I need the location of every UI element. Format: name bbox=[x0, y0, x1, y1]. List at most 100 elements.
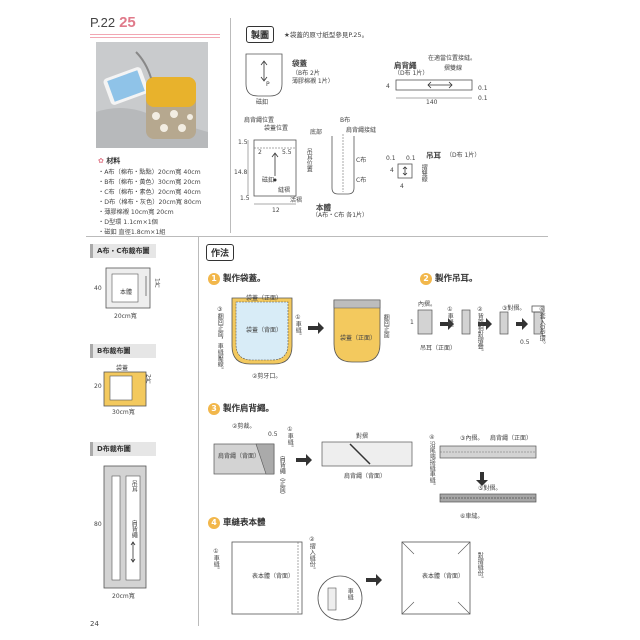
section-divider bbox=[86, 236, 548, 237]
strap-note2: 摺雙線 bbox=[444, 65, 463, 72]
step-number: 4 bbox=[208, 517, 220, 529]
strap-w: 4 bbox=[386, 83, 390, 90]
strap-note1: 在適當位置接縫。 bbox=[428, 55, 477, 62]
hanger-d3: 4 bbox=[390, 167, 394, 174]
photo-illustration bbox=[96, 42, 208, 148]
material-item-text: C布（棉布・素色）20cm寬 40cm bbox=[104, 189, 201, 196]
material-item: ・D型環 1.1cm×1個 bbox=[98, 219, 158, 226]
hanger-pattern bbox=[397, 163, 413, 179]
cut-ac-h: 40 bbox=[94, 285, 102, 292]
hanger-d2: 0.1 bbox=[406, 155, 416, 162]
body-ref: B布 bbox=[340, 117, 351, 124]
strap-d2: 0.1 bbox=[478, 95, 488, 102]
method-label: 作法 bbox=[206, 244, 235, 261]
s2-l3: ①車縫。 bbox=[446, 306, 454, 331]
page-ref-text: P.22 bbox=[90, 15, 116, 30]
cut-b-piece: 袋蓋 bbox=[116, 365, 129, 372]
s4-l3: ②摺入縫份。 bbox=[308, 536, 316, 573]
hanger-name: 吊耳 bbox=[426, 151, 441, 160]
hanger-d1: 0.1 bbox=[386, 155, 396, 162]
strap-len: 140 bbox=[426, 99, 438, 106]
step-number: 3 bbox=[208, 403, 220, 415]
body-c2: C布 bbox=[356, 177, 367, 184]
body-magnet: 磁釦 bbox=[262, 177, 275, 184]
body-name: 本體 bbox=[316, 203, 331, 212]
s3-l5: 肩背繩（正面） bbox=[278, 456, 286, 498]
step-2-diagram bbox=[417, 305, 545, 335]
flap-sub2: 薄膠棉襯 1片） bbox=[292, 78, 334, 85]
cut-d-diagram bbox=[103, 465, 147, 589]
flap-p: P bbox=[266, 81, 270, 88]
hanger-d4: 4 bbox=[400, 183, 404, 190]
step-title: 車縫表本體 bbox=[223, 518, 266, 528]
cut-ac-w: 20cm寬 bbox=[114, 313, 137, 320]
s3-l2: 0.5 bbox=[268, 431, 278, 438]
column-divider bbox=[230, 18, 231, 233]
cut-d-piece1: 吊耳 bbox=[130, 480, 138, 492]
material-item: ・C布（棉布・素色）20cm寬 40cm bbox=[98, 189, 201, 196]
material-item: ・薄膠棉襯 10cm寬 20cm bbox=[98, 209, 174, 216]
material-item-text: B布（棉布・黃色）30cm寬 20cm bbox=[104, 179, 201, 186]
s3-l6: 對摺 bbox=[356, 433, 369, 440]
s3-l11: ⑤對摺。 bbox=[478, 485, 502, 492]
cut-ac-diagram bbox=[105, 267, 151, 309]
body-d148: 14.8 bbox=[234, 169, 248, 176]
flower-icon: ✿ bbox=[98, 157, 107, 165]
materials-title: ✿ 材料 bbox=[98, 156, 120, 166]
material-item-text: D型環 1.1cm×1個 bbox=[104, 219, 158, 226]
flap-name: 袋蓋 bbox=[292, 59, 307, 68]
strap-pattern bbox=[395, 79, 473, 99]
cut-d-piece2: 肩背繩 bbox=[130, 520, 138, 538]
step-title: 製作吊耳。 bbox=[435, 274, 478, 284]
strap-cut: （D布 1片） bbox=[394, 70, 429, 77]
s4-l5: 表本體（背面） bbox=[422, 573, 465, 580]
s1-l3: 袋蓋（背面） bbox=[246, 327, 283, 334]
pattern-note: ★袋蓋的原寸紙型參見P.25。 bbox=[284, 31, 369, 39]
flap-magnet: 磁釦 bbox=[256, 99, 269, 106]
body-d2: 2 bbox=[258, 149, 262, 156]
material-item-text: D布（棉布・灰色）20cm寬 80cm bbox=[104, 199, 202, 206]
body-hinge: 吊耳位置 bbox=[305, 148, 313, 172]
material-item: ・B布（棉布・黃色）30cm寬 20cm bbox=[98, 179, 201, 186]
page-number: 24 bbox=[90, 620, 99, 628]
cut-ac-side: 1片 bbox=[153, 278, 161, 288]
s3-l10: 肩背繩（正面） bbox=[490, 435, 533, 442]
hanger-cut: （D布 1片） bbox=[446, 152, 481, 159]
header-rule bbox=[90, 34, 220, 38]
flap-pattern bbox=[245, 53, 283, 97]
body-d55: 5.5 bbox=[282, 149, 292, 156]
material-item: ・D布（棉布・灰色）20cm寬 80cm bbox=[98, 199, 202, 206]
pattern-label: 製圖 bbox=[246, 26, 275, 43]
body-l-dart: 底部 bbox=[310, 129, 323, 136]
s4-l4: 車縫 bbox=[346, 588, 354, 600]
body-tuck: 活褶 bbox=[290, 197, 303, 204]
s1-l6: 袋蓋（正面） bbox=[340, 335, 377, 342]
cut-b-w: 30cm寬 bbox=[112, 409, 135, 416]
hanger-note: 摺雙線 bbox=[420, 164, 428, 182]
cut-b-side: 2片 bbox=[144, 374, 152, 384]
strap-d1: 0.1 bbox=[478, 85, 488, 92]
material-item: ・磁釦 直徑1.8cm×1組 bbox=[98, 229, 166, 236]
step-title: 製作袋蓋。 bbox=[223, 274, 266, 284]
s3-l3: 肩背繩（背面） bbox=[218, 453, 261, 460]
column-divider-lower bbox=[198, 236, 199, 626]
cut-d-w: 20cm寬 bbox=[112, 593, 135, 600]
body-pattern bbox=[247, 134, 355, 205]
cut-b-diagram bbox=[103, 371, 147, 407]
step-4-diagram bbox=[231, 541, 471, 621]
body-cut: （A布・C布 各1片） bbox=[312, 212, 369, 219]
material-item-text: 薄膠棉襯 10cm寬 20cm bbox=[104, 209, 174, 216]
body-d15b: 1.5 bbox=[240, 195, 250, 202]
cut-head-ac: A布・C布裁布圖 bbox=[90, 244, 156, 258]
materials-title-text: 材料 bbox=[106, 157, 121, 165]
step-number: 2 bbox=[420, 273, 432, 285]
body-flap-pos: 袋蓋位置 bbox=[264, 125, 289, 132]
cut-head-d: D布裁布圖 bbox=[90, 442, 156, 456]
s2-l8: 1 bbox=[410, 319, 414, 326]
s2-l1: 內摺。 bbox=[418, 301, 437, 308]
s4-l2: 表本體（背面） bbox=[252, 573, 295, 580]
s2-l4: ②背面相對摺疊。 bbox=[476, 306, 484, 355]
